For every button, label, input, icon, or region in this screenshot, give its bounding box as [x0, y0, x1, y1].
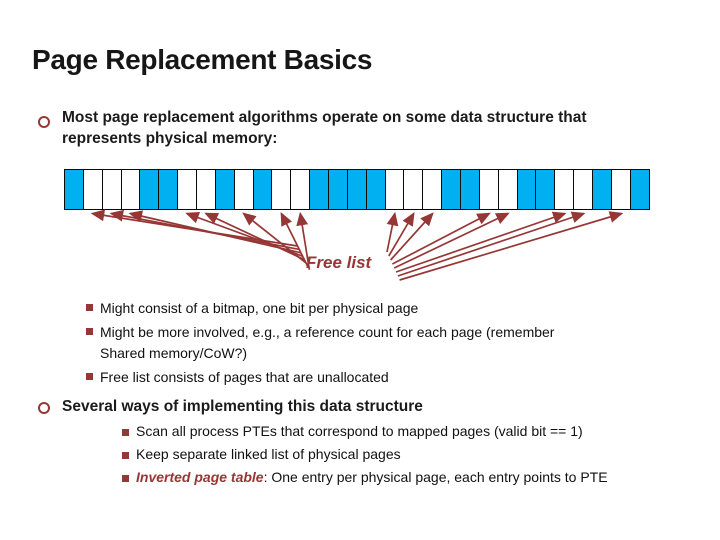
memory-cell-allocated: [516, 169, 537, 210]
list-item-text: Might consist of a bitmap, one bit per p…: [100, 298, 418, 319]
slide-title: Page Replacement Basics: [32, 44, 373, 75]
section1-heading: Most page replacement algorithms operate…: [62, 109, 587, 147]
bullet-square-icon: [86, 328, 93, 335]
free-list-arrow: [395, 211, 567, 273]
memory-cell-free: [403, 169, 424, 210]
bullet-circle-icon: [38, 116, 50, 128]
memory-cell-free: [384, 169, 405, 210]
memory-bar: [64, 169, 651, 210]
memory-cell-allocated: [64, 169, 85, 210]
bullet-square-icon: [122, 452, 129, 459]
memory-cell-free: [82, 169, 104, 210]
free-list-arrow: [204, 212, 305, 261]
list-item-text: Might be more involved, e.g., a referenc…: [100, 322, 598, 364]
memory-cell-allocated: [214, 169, 236, 210]
memory-cell-free: [233, 169, 255, 210]
free-list-label: Free list: [306, 253, 372, 272]
bullet-square-icon: [86, 373, 93, 380]
memory-cell-free: [101, 169, 123, 210]
memory-cell-free: [478, 169, 500, 210]
memory-cell-free: [120, 169, 141, 210]
memory-cell-free: [177, 169, 198, 210]
memory-cell-free: [497, 169, 519, 210]
list-item-body: Scan all process PTEs that correspond to…: [136, 423, 583, 439]
free-list-arrow: [280, 211, 309, 267]
free-list-arrow: [392, 212, 491, 265]
memory-cell-allocated: [441, 169, 462, 210]
free-list-arrow: [399, 211, 624, 281]
memory-cell-allocated: [535, 169, 556, 210]
list-item-text: Inverted page table: One entry per physi…: [136, 469, 608, 486]
memory-cell-allocated: [592, 169, 613, 210]
list-item-emphasis: Inverted page table: [136, 469, 264, 485]
list-item-body: Might consist of a bitmap, one bit per p…: [100, 300, 419, 316]
list-item-text: Keep separate linked list of physical pa…: [136, 446, 401, 463]
list-item-body: Might be more involved, e.g., a referenc…: [100, 324, 555, 361]
section2-list: Scan all process PTEs that correspond to…: [122, 423, 702, 492]
bullet-circle-icon: [38, 402, 50, 414]
memory-cell-allocated: [346, 169, 368, 210]
memory-cell-free: [271, 169, 292, 210]
free-list-arrow: [393, 212, 510, 269]
free-list-arrow: [397, 211, 586, 277]
memory-cell-free: [290, 169, 311, 210]
memory-cell-allocated: [365, 169, 387, 210]
memory-cell-free: [610, 169, 632, 210]
list-item: Keep separate linked list of physical pa…: [122, 446, 702, 463]
free-list-arrow: [185, 212, 303, 257]
free-list-arrow: [128, 210, 302, 254]
bullet-square-icon: [86, 304, 93, 311]
memory-cell-allocated: [328, 169, 349, 210]
list-item: Might consist of a bitmap, one bit per p…: [86, 298, 646, 319]
memory-cell-allocated: [460, 169, 481, 210]
memory-cell-allocated: [158, 169, 179, 210]
memory-cell-allocated: [139, 169, 160, 210]
section2-heading: Several ways of implementing this data s…: [62, 398, 423, 415]
list-item-body: : One entry per physical page, each entr…: [263, 469, 608, 485]
free-list-arrow: [389, 212, 434, 261]
memory-cell-allocated: [252, 169, 273, 210]
free-list-arrow: [242, 212, 307, 264]
memory-cell-allocated: [629, 169, 651, 210]
free-list-arrow: [90, 209, 298, 247]
list-item-text: Scan all process PTEs that correspond to…: [136, 423, 583, 440]
list-item-text: Free list consists of pages that are una…: [100, 367, 389, 388]
memory-cell-free: [573, 169, 594, 210]
memory-cell-free: [554, 169, 575, 210]
list-item-body: Keep separate linked list of physical pa…: [136, 446, 401, 462]
list-item: Might be more involved, e.g., a referenc…: [86, 322, 646, 364]
section1-list: Might consist of a bitmap, one bit per p…: [86, 298, 646, 391]
memory-cell-allocated: [309, 169, 330, 210]
list-item: Inverted page table: One entry per physi…: [122, 469, 702, 486]
free-list-arrow: [386, 211, 399, 253]
bullet-square-icon: [122, 429, 129, 436]
list-item: Free list consists of pages that are una…: [86, 367, 646, 388]
free-list-arrow: [109, 209, 300, 251]
list-item: Scan all process PTEs that correspond to…: [122, 423, 702, 440]
list-item-body: Free list consists of pages that are una…: [100, 369, 389, 385]
memory-cell-free: [422, 169, 443, 210]
bullet-square-icon: [122, 475, 129, 482]
memory-cell-free: [196, 169, 217, 210]
free-list-arrow: [388, 212, 415, 257]
